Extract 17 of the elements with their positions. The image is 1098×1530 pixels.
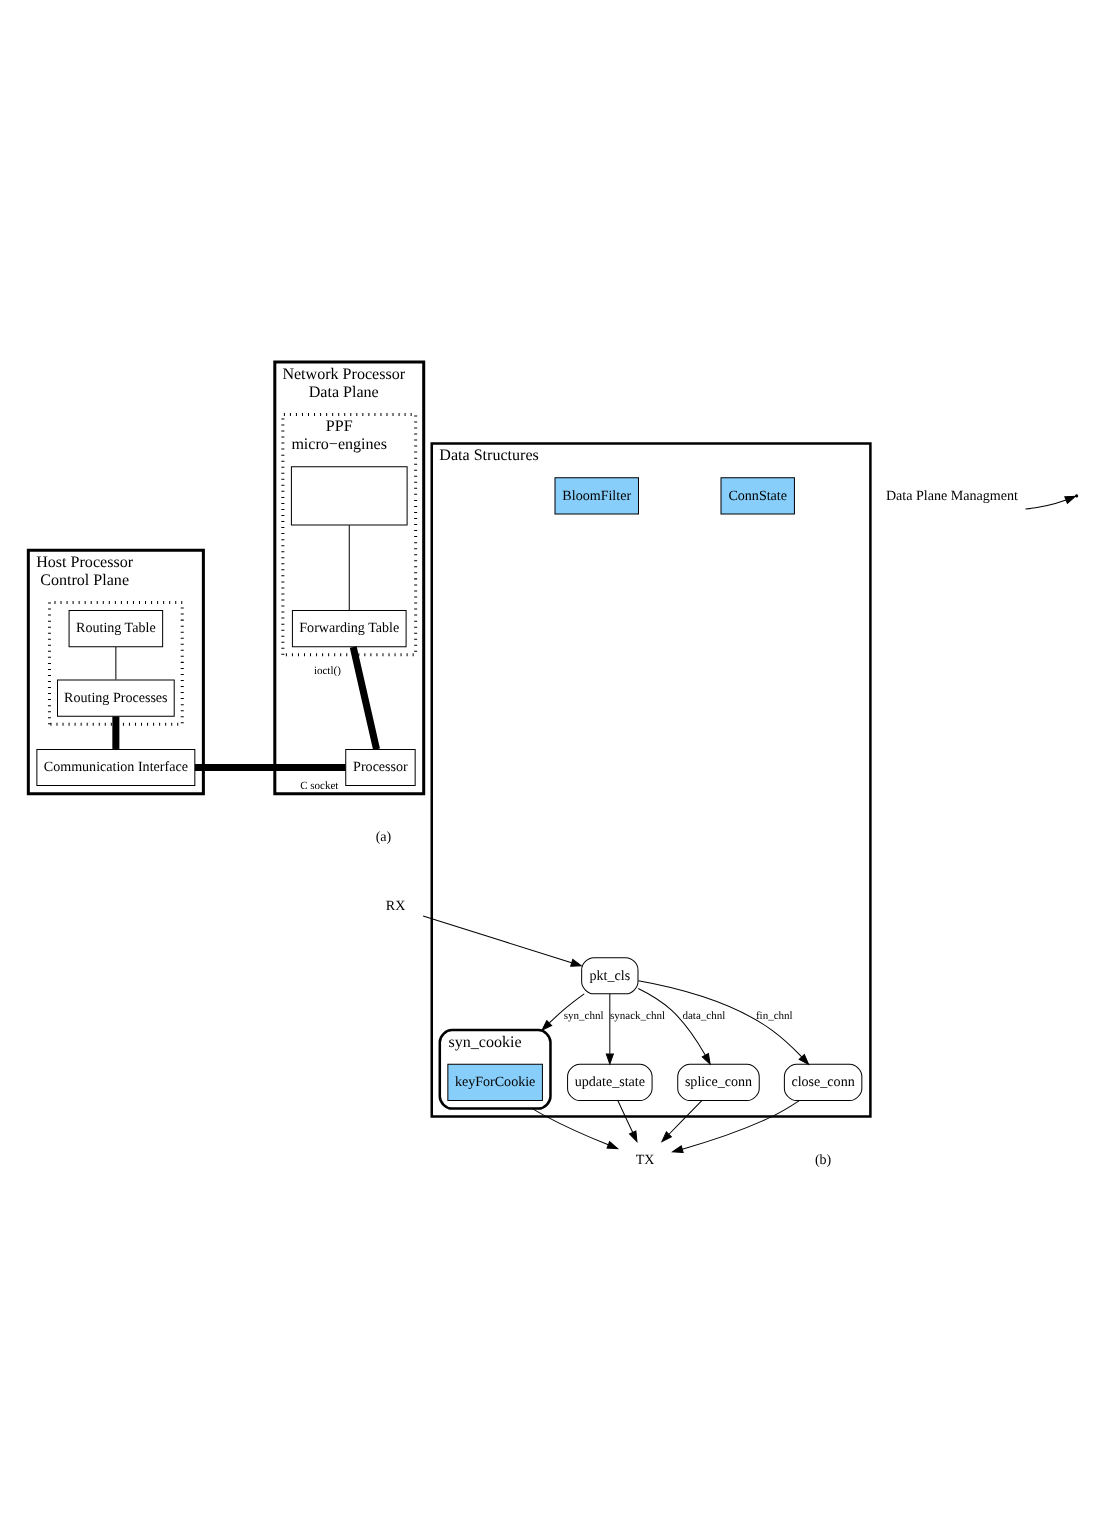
arrow <box>660 1099 703 1142</box>
node-box <box>290 465 408 525</box>
arrow <box>422 914 583 966</box>
connector <box>194 763 346 771</box>
cluster <box>47 600 184 725</box>
arrow <box>637 987 711 1065</box>
connector <box>115 645 117 680</box>
arrow <box>671 1099 800 1153</box>
arrow <box>605 992 615 1065</box>
connector <box>348 523 350 611</box>
arrow <box>617 1099 638 1142</box>
arrow <box>1024 494 1077 509</box>
arrow <box>531 1107 620 1149</box>
arrow <box>637 979 810 1065</box>
connector <box>112 715 120 748</box>
arrow <box>540 992 585 1031</box>
connector <box>349 645 380 750</box>
